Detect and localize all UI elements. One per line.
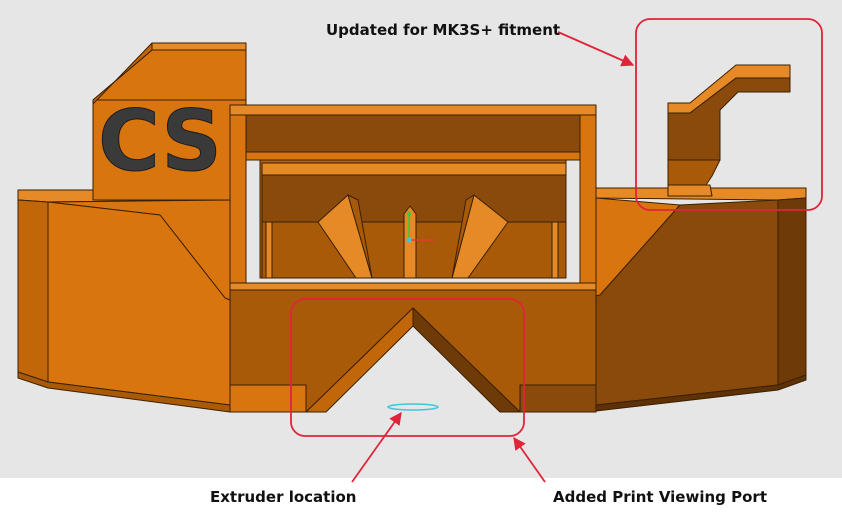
label-extruder-location: Extruder location xyxy=(210,488,357,506)
frame-left-post xyxy=(229,114,247,291)
inner-right-rail xyxy=(551,221,559,279)
inner-shelf xyxy=(261,162,567,176)
left-wing-side xyxy=(17,199,49,383)
axis-origin xyxy=(406,237,412,243)
arrow-to-hook xyxy=(557,31,635,67)
axis-gizmo xyxy=(406,212,434,243)
label-mk3s-fitment: Updated for MK3S+ fitment xyxy=(326,21,561,39)
label-print-viewing-port: Added Print Viewing Port xyxy=(553,488,767,506)
cs-block-top xyxy=(151,42,247,51)
lower-block-lip-left xyxy=(229,384,307,413)
axis-green-tip xyxy=(407,212,411,216)
lower-block-top xyxy=(229,282,597,291)
viewport-notch-right xyxy=(412,307,521,413)
extruder-marker xyxy=(387,403,439,411)
highlight-box-hook xyxy=(635,18,823,211)
frame-right-post xyxy=(579,114,597,291)
right-fin-shade xyxy=(451,194,475,279)
left-fin-shade xyxy=(347,194,373,279)
highlight-box-port xyxy=(290,298,525,437)
right-wing-side xyxy=(777,197,807,386)
inner-left-rail xyxy=(265,221,273,279)
cs-block-edge xyxy=(92,42,153,105)
hook-foot xyxy=(667,184,713,197)
printed-part xyxy=(17,42,807,413)
lower-block-lip-right xyxy=(519,384,597,413)
frame-upper-beam xyxy=(245,114,581,153)
frame-inner-lip xyxy=(245,151,581,161)
frame-top xyxy=(229,104,597,116)
cs-emboss-text: CS xyxy=(98,92,222,190)
arrow-to-port xyxy=(513,436,546,483)
arrow-to-extruder xyxy=(351,411,402,483)
